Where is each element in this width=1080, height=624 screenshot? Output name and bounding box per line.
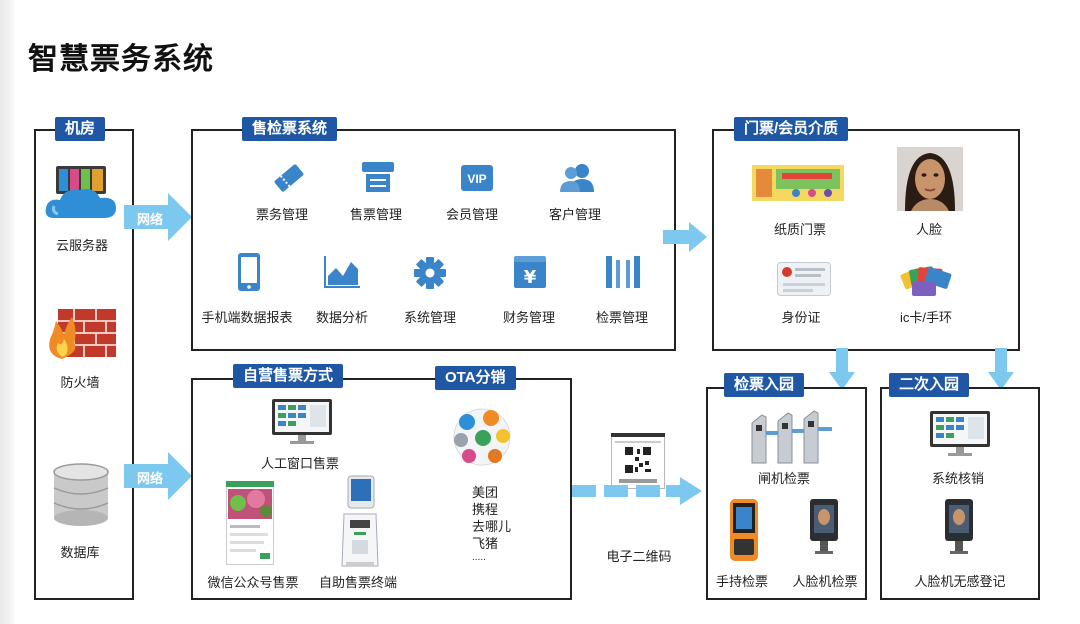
media-ic-card-wristband: ic卡/手环 [899, 310, 953, 325]
module-data-analysis: 数据分析 [315, 310, 369, 325]
module-finance-management: 财务管理 [502, 310, 556, 325]
vip-icon-text: VIP [467, 172, 486, 186]
paper-ticket-image [752, 165, 844, 201]
self-service-kiosk-image [341, 475, 379, 567]
id-card-image [777, 262, 831, 296]
media-id-card: 身份证 [781, 310, 821, 325]
module-ticket-management: 票务管理 [255, 207, 309, 222]
server-room-item-database: 数据库 [60, 545, 100, 560]
monitor-icon-reentry [930, 411, 990, 456]
handheld-terminal-image [730, 499, 758, 561]
firewall-icon [49, 309, 116, 359]
server-room-item-firewall: 防火墙 [60, 375, 100, 390]
qr-code-ticket-image [611, 433, 665, 489]
ota-item-qunar: 去哪儿 [472, 519, 512, 534]
ota-item-meituan: 美团 [472, 485, 499, 500]
module-ticket-check-management: 检票管理 [595, 310, 649, 325]
network-label-top: 网络 [137, 212, 164, 227]
ticket-icon [274, 164, 304, 192]
area-chart-icon [324, 256, 360, 288]
media-paper-ticket: 纸质门票 [773, 222, 827, 237]
dashed-arrow-to-entry [572, 477, 702, 505]
finance-icon: ¥ [514, 256, 546, 288]
ticket-printer-icon [362, 162, 394, 192]
cloud-server-icon [45, 166, 116, 218]
media-face: 人脸 [915, 222, 943, 237]
entry-check-tab: 检票入园 [724, 373, 805, 397]
module-mobile-reports: 手机端数据报表 [201, 310, 293, 325]
ticketing-system-panel [191, 129, 676, 351]
database-icon [53, 463, 109, 526]
qr-code-label: 电子二维码 [606, 549, 672, 564]
channel-wechat: 微信公众号售票 [207, 575, 299, 590]
ota-item-more: ..... [472, 552, 486, 563]
vip-icon: VIP [461, 165, 493, 191]
page-title: 智慧票务系统 [28, 43, 214, 76]
ota-partners-logos [453, 408, 511, 466]
self-sales-tab: 自营售票方式 [233, 364, 344, 388]
customers-icon [560, 164, 594, 192]
face-terminal-image-reentry [945, 499, 973, 554]
arrow-down-to-reentry [988, 348, 1014, 390]
module-ticket-sales: 售票管理 [349, 207, 403, 222]
ticketing-system-tab: 售检票系统 [242, 117, 338, 141]
entry-face-machine: 人脸机检票 [792, 574, 858, 589]
gear-icon [414, 257, 446, 289]
server-room-item-cloud: 云服务器 [55, 238, 109, 253]
wechat-phone-screenshot [226, 481, 274, 565]
ota-list: 美团 携程 去哪儿 飞猪 ..... [472, 484, 511, 564]
ota-item-fliggy: 飞猪 [472, 536, 499, 551]
ticket-media-tab: 门票/会员介质 [734, 117, 849, 141]
yen-icon-text: ¥ [524, 267, 537, 288]
reentry-system-verify: 系统核销 [931, 471, 985, 486]
server-room-tab: 机房 [55, 117, 106, 141]
module-system-management: 系统管理 [403, 310, 457, 325]
turnstile-gate-icon [606, 256, 640, 288]
ota-tab: OTA分销 [435, 366, 516, 390]
entry-handheld: 手持检票 [715, 574, 769, 589]
ota-item-ctrip: 携程 [472, 502, 499, 517]
channel-manual-window: 人工窗口售票 [260, 456, 340, 471]
arrow-down-to-entry [829, 348, 855, 390]
network-label-bottom: 网络 [137, 471, 164, 486]
face-terminal-image [810, 499, 838, 554]
module-member-management: 会员管理 [445, 207, 499, 222]
network-arrow-top [124, 193, 192, 241]
face-photo-image [897, 147, 963, 211]
entry-turnstile: 闸机检票 [757, 471, 811, 486]
mobile-phone-icon [238, 253, 260, 291]
monitor-icon [272, 399, 332, 444]
network-arrow-bottom [124, 452, 192, 500]
module-customer-management: 客户管理 [548, 207, 602, 222]
left-edge-strip [0, 0, 14, 624]
reentry-face-register: 人脸机无感登记 [914, 574, 1006, 589]
arrow-to-media [663, 222, 707, 252]
channel-self-service-terminal: 自助售票终端 [318, 575, 398, 590]
ic-cards-image [900, 266, 952, 296]
turnstile-machines-image [751, 410, 832, 464]
reentry-tab: 二次入园 [889, 373, 970, 397]
